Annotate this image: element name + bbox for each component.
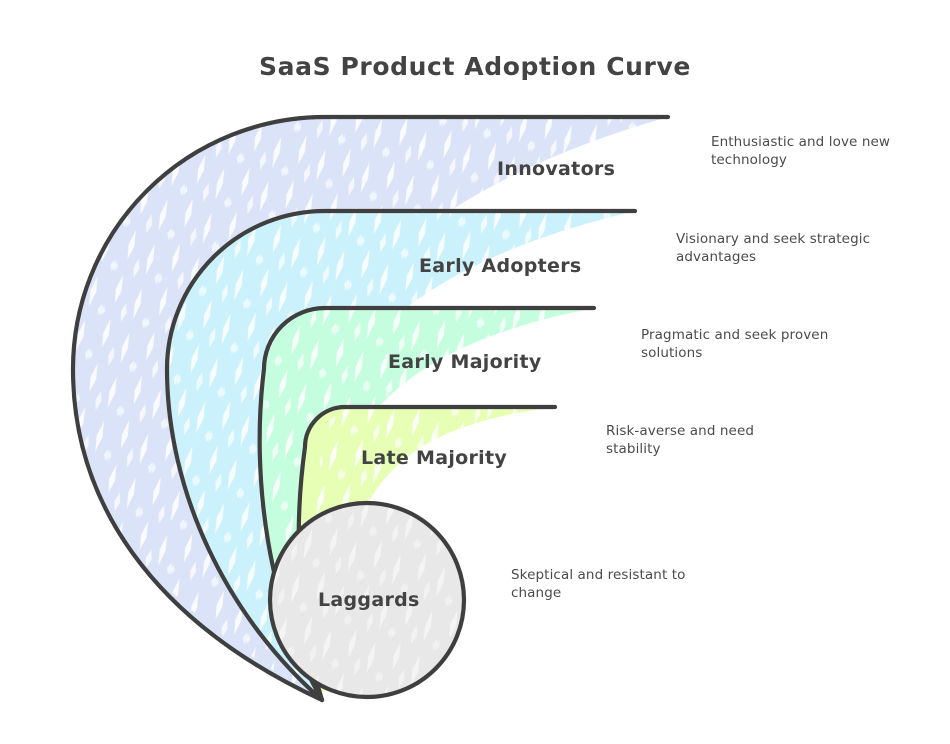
segment-label-late-majority: Late Majority: [361, 447, 508, 469]
segment-texture-laggards: [270, 503, 464, 697]
segment-label-early-majority: Early Majority: [388, 351, 542, 373]
segment-description-early-adopters: Visionary and seek strategic advantages: [676, 231, 871, 265]
segment-description-laggards: Skeptical and resistant to change: [511, 567, 686, 601]
segment-outline-innovators: [70, 114, 671, 703]
segment-label-early-adopters: Early Adopters: [419, 255, 582, 277]
segment-description-late-majority: Risk-averse and need stability: [606, 423, 755, 457]
segment-description-early-majority: Pragmatic and seek proven solutions: [641, 327, 829, 361]
segment-outline-laggards: [267, 500, 467, 700]
segment-outline-early-adopters: [164, 208, 638, 703]
segment-label-laggards: Laggards: [318, 589, 420, 611]
segment-shape-laggards[interactable]: [267, 500, 467, 700]
segment-label-innovators: Innovators: [497, 158, 616, 180]
segment-description-innovators: Enthusiastic and love new technology: [711, 134, 891, 168]
segment-texture-late-majority: [310, 407, 555, 700]
page-title: SaaS Product Adoption Curve: [259, 52, 691, 81]
